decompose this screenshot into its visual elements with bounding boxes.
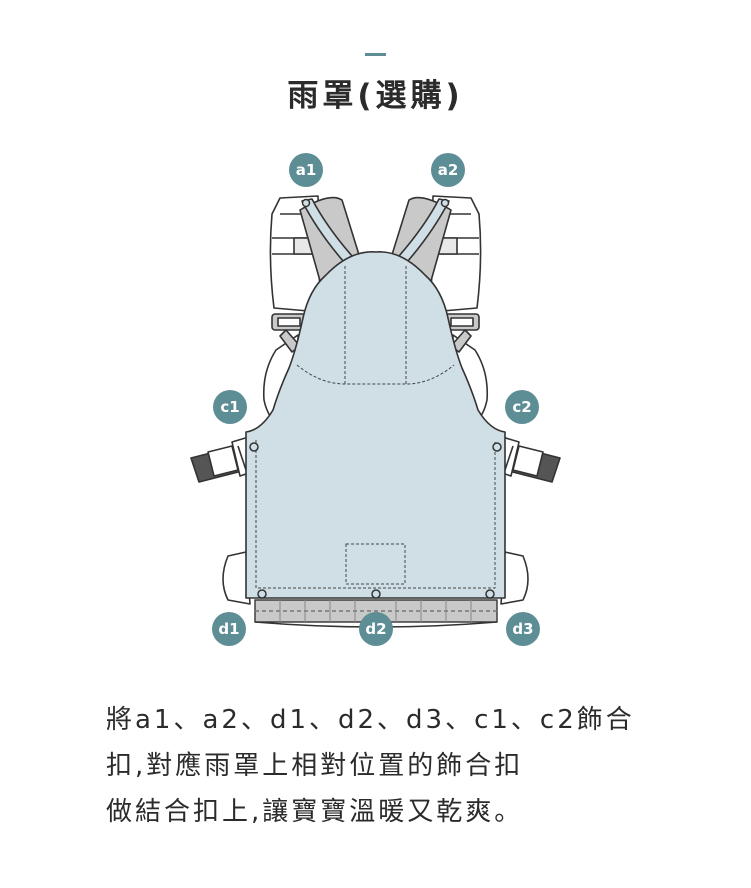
page-title: 雨罩(選購) — [287, 78, 464, 114]
waist-pad-right — [500, 551, 529, 605]
instruction-line-2: 扣,對應雨罩上相對位置的飾合扣 — [106, 751, 524, 781]
badge-c1-label: c1 — [220, 398, 239, 416]
badge-a1-label: a1 — [296, 161, 317, 179]
badge-a2: a2 — [431, 153, 465, 187]
title-accent-bar — [365, 53, 386, 56]
snap-points — [249, 198, 502, 599]
badge-d2-label: d2 — [365, 620, 386, 638]
badge-d1: d1 — [212, 612, 246, 646]
badge-d1-label: d1 — [218, 620, 239, 638]
badge-d3-label: d3 — [512, 620, 533, 638]
rain-cover — [245, 198, 506, 599]
badge-c2-label: c2 — [512, 398, 531, 416]
instruction-line-1: 將a1、a2、d1、d2、d3、c1、c2飾合 — [106, 705, 635, 735]
instruction-line-3: 做結合扣上,讓寶寶溫暖又乾爽。 — [106, 797, 524, 827]
badge-d2: d2 — [359, 612, 393, 646]
badge-c1: c1 — [213, 390, 247, 424]
badge-a1: a1 — [289, 153, 323, 187]
badge-a2-label: a2 — [438, 161, 459, 179]
rain-cover-diagram: a1 a2 c1 c2 d1 d2 d3 — [190, 153, 561, 646]
rain-cover-body — [245, 251, 506, 599]
badge-c2: c2 — [505, 390, 539, 424]
instruction-text: 將a1、a2、d1、d2、d3、c1、c2飾合 扣,對應雨罩上相對位置的飾合扣 … — [106, 697, 666, 835]
waist-pad-left — [222, 551, 251, 605]
badge-d3: d3 — [506, 612, 540, 646]
